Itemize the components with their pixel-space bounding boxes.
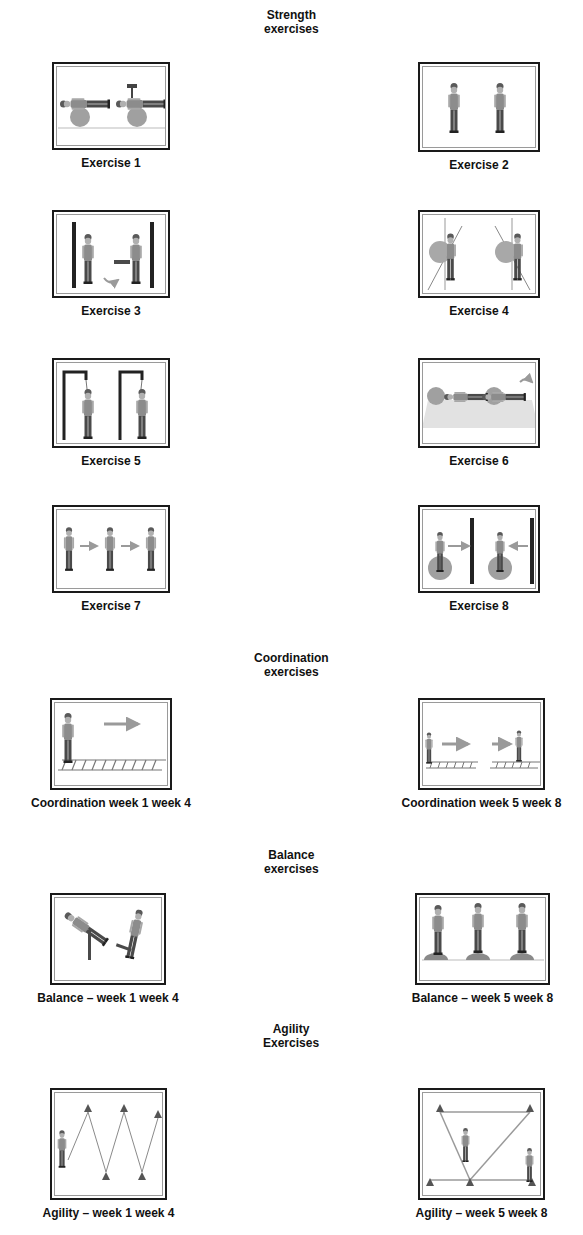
exercise-panel: Coordination week 1 week 4 (50, 698, 172, 790)
panel-caption: Balance – week 5 week 8 (412, 991, 553, 1005)
exercise-panel: Exercise 2 (418, 62, 540, 152)
exercise-panel: Exercise 5 (52, 358, 170, 448)
panel-caption: Exercise 2 (449, 158, 508, 172)
panel-caption: Exercise 7 (81, 599, 140, 613)
panel-caption: Exercise 1 (81, 156, 140, 170)
exercise-panel: Exercise 4 (418, 210, 540, 298)
panel-caption: Exercise 4 (449, 304, 508, 318)
exercise-panel: Coordination week 5 week 8 (418, 698, 545, 790)
panel-caption: Balance – week 1 week 4 (37, 991, 178, 1005)
panel-caption: Coordination week 5 week 8 (401, 796, 561, 810)
exercise-panel: Agility – week 1 week 4 (50, 1088, 167, 1200)
exercise-panel: Exercise 8 (418, 505, 540, 593)
exercise-panel: Exercise 1 (52, 62, 170, 150)
exercise-panel: Balance – week 5 week 8 (415, 893, 550, 985)
section-heading: Balance exercises (264, 848, 319, 876)
panel-caption: Exercise 3 (81, 304, 140, 318)
panel-caption: Coordination week 1 week 4 (31, 796, 191, 810)
section-heading: Agility Exercises (263, 1022, 319, 1050)
section-heading: Strength exercises (264, 8, 319, 36)
exercise-panel: Agility – week 5 week 8 (418, 1088, 545, 1200)
exercise-panel: Exercise 3 (52, 210, 170, 298)
panel-caption: Agility – week 1 week 4 (42, 1206, 174, 1220)
section-heading: Coordination exercises (254, 651, 329, 679)
exercise-panel: Balance – week 1 week 4 (50, 893, 166, 985)
exercise-panel: Exercise 6 (418, 358, 540, 448)
panel-caption: Exercise 5 (81, 454, 140, 468)
panel-caption: Exercise 6 (449, 454, 508, 468)
panel-caption: Agility – week 5 week 8 (415, 1206, 547, 1220)
panel-caption: Exercise 8 (449, 599, 508, 613)
exercise-panel: Exercise 7 (52, 505, 170, 593)
